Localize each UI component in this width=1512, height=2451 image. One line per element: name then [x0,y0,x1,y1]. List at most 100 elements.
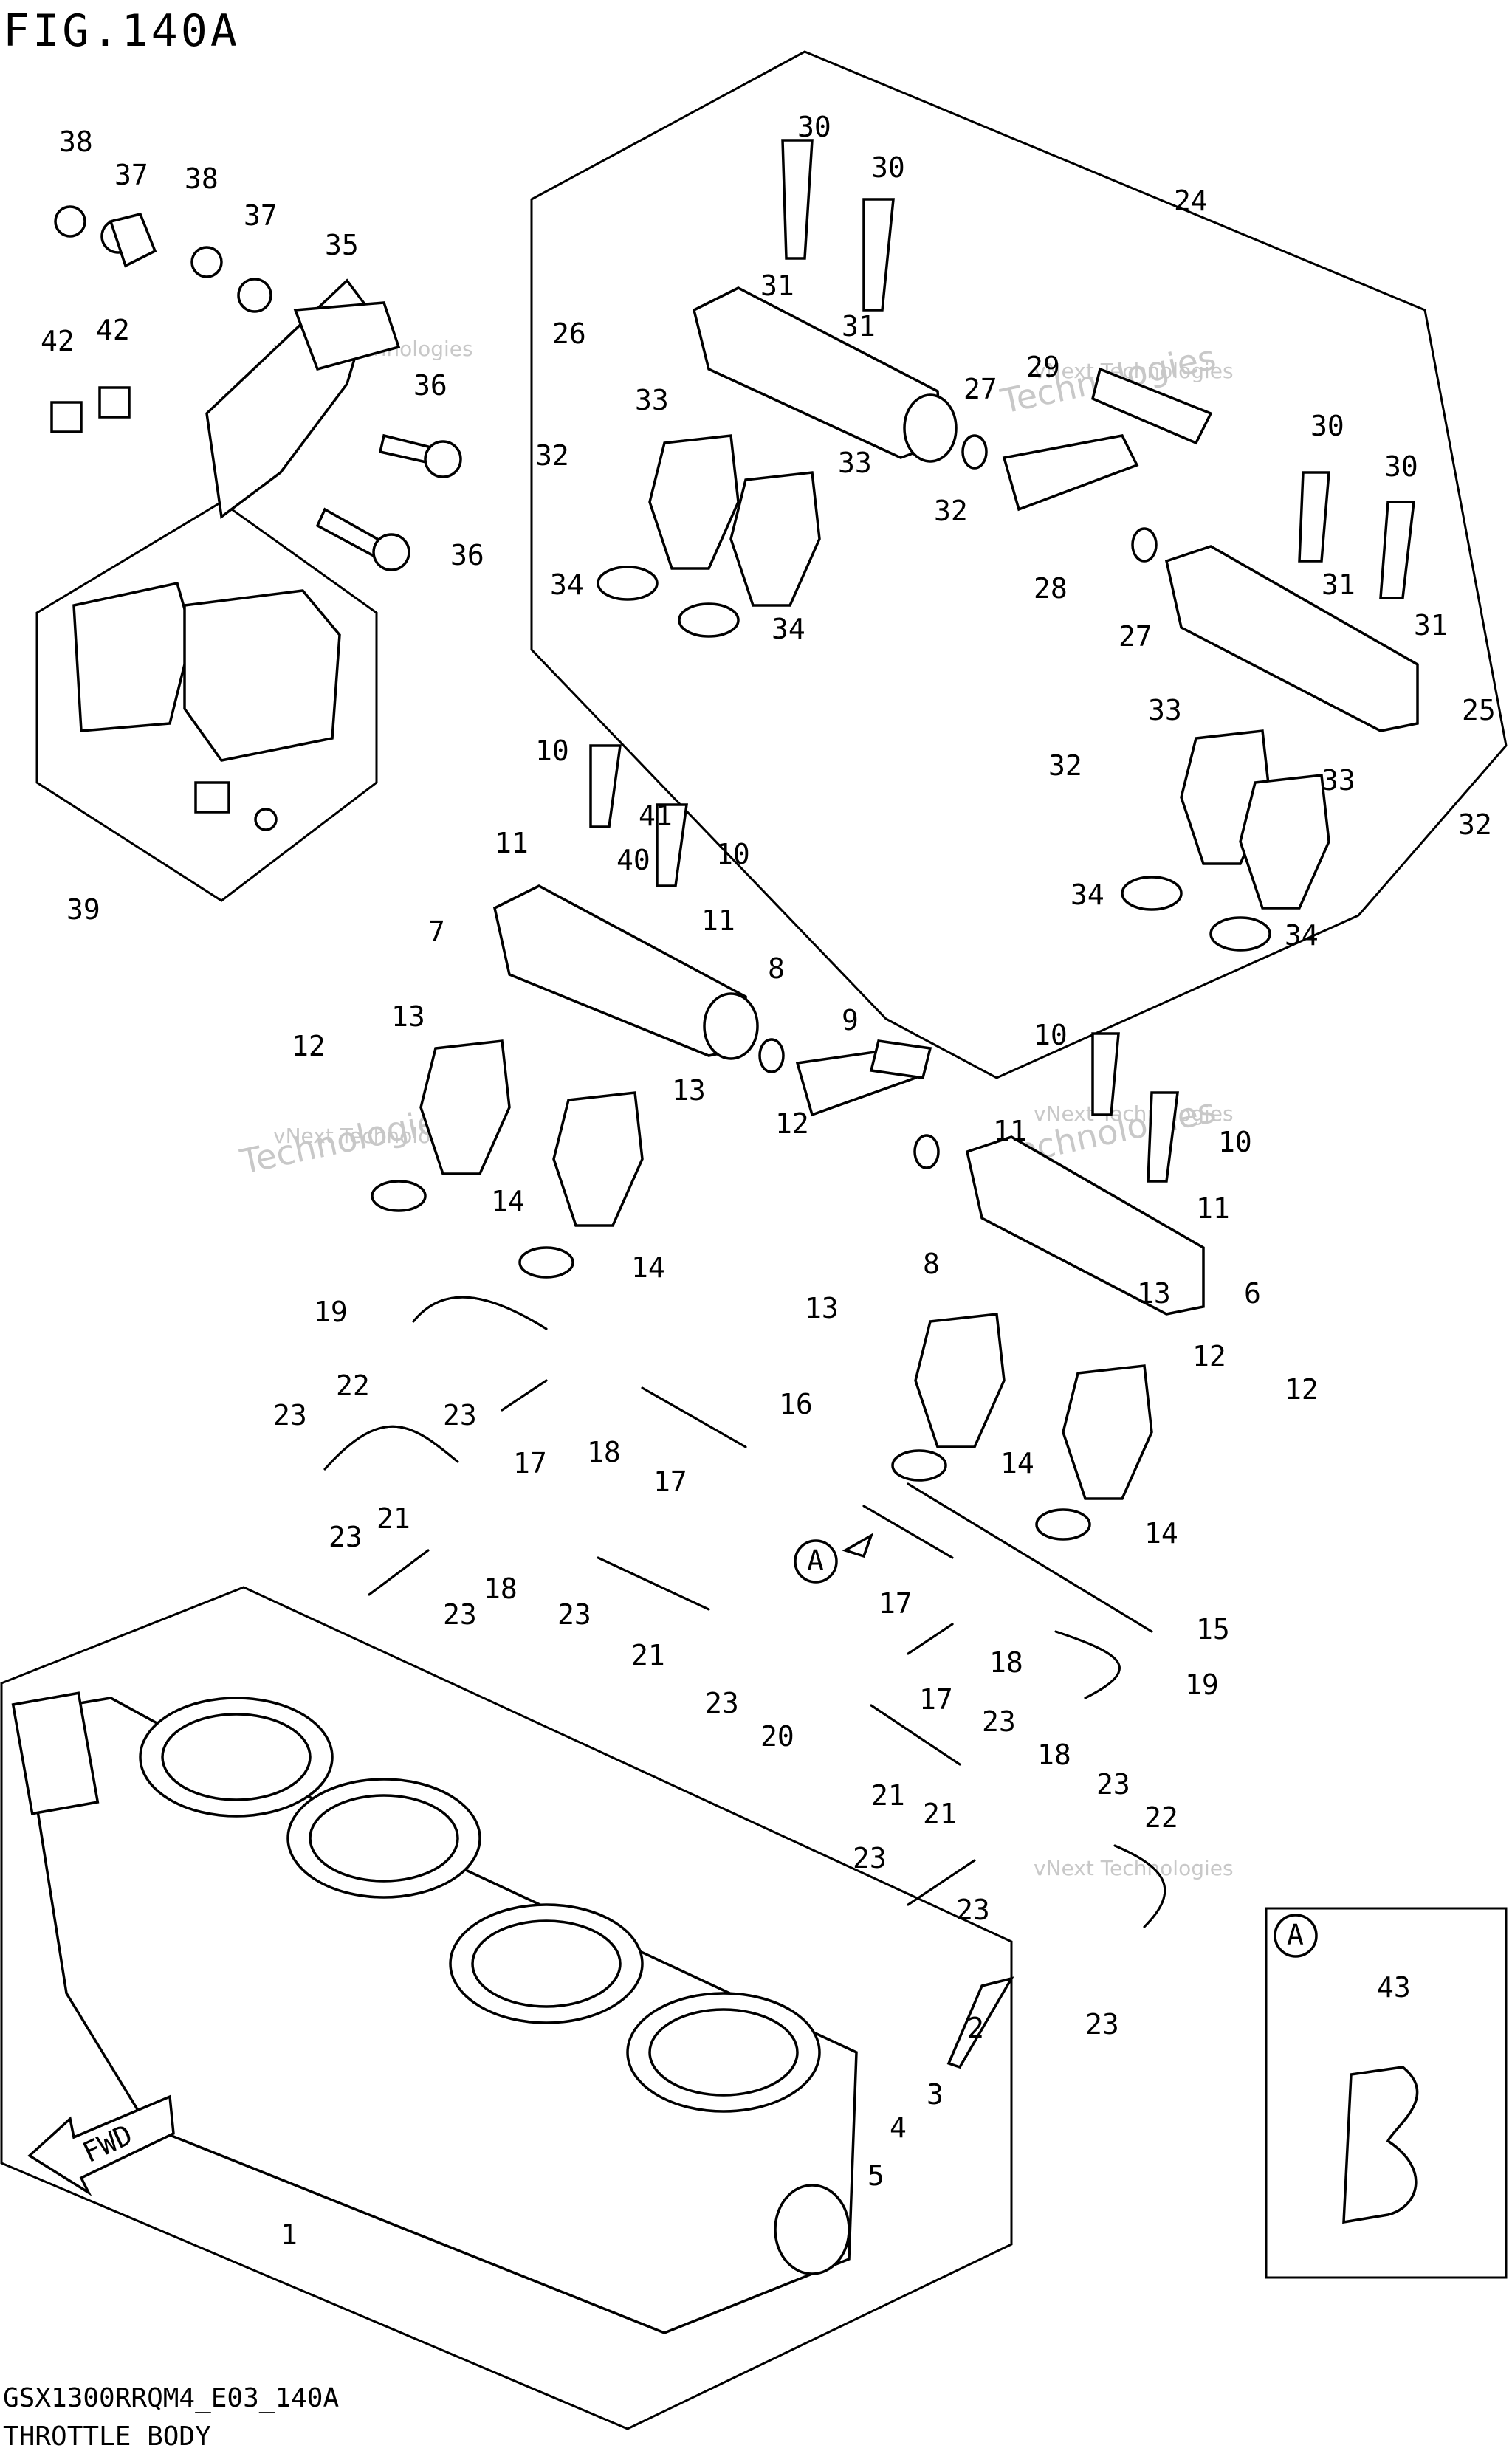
callout-number: 17 [919,1683,953,1716]
callout-number: 12 [1285,1373,1319,1406]
callout-number: 8 [923,1248,940,1280]
callout-number: 23 [273,1399,307,1431]
callout-number: 43 [1377,1971,1411,2004]
callout-number: 32 [934,495,968,527]
throttle-body [11,1691,1014,2334]
callout-number: 37 [244,199,278,232]
callout-number: 30 [1384,450,1418,483]
callout-number: 12 [1192,1340,1226,1372]
callout-number: 1 [281,2218,298,2251]
upper-fuel-rail-right [1164,471,1419,732]
callout-number: 30 [871,151,905,184]
callout-number: 18 [1037,1739,1071,1771]
callout-number: 26 [552,317,586,350]
callout-number: 17 [879,1587,913,1620]
callout-number: 6 [1244,1277,1261,1310]
callout-number: 27 [1118,620,1152,653]
middle-injectors [371,1039,1153,1541]
callout-number: 32 [1458,808,1492,841]
callout-number: 24 [1174,185,1208,217]
model-code: GSX1300RRQM4_E03_140A [3,2383,339,2413]
reference-marker-a-detail: A [1274,1914,1318,1958]
callout-number: 19 [314,1296,348,1328]
callout-number: 42 [41,325,75,357]
callout-number: 21 [631,1639,665,1671]
detail-a-frame [1265,1907,1508,2279]
callout-number: 9 [842,1004,859,1037]
callout-number: 34 [1071,879,1104,911]
callout-number: 31 [1414,609,1448,642]
ref-letter: A [1287,1919,1304,1951]
callout-number: 22 [1144,1801,1178,1834]
callout-number: 23 [705,1687,739,1719]
ref-letter: A [807,1544,824,1577]
callout-number: 12 [292,1030,326,1062]
callout-number: 2 [967,2012,984,2044]
callout-number: 31 [760,269,794,302]
callout-number: 30 [797,111,831,143]
upper-joint-fitting [961,367,1213,563]
callout-number: 8 [768,952,785,985]
callout-number: 33 [635,384,669,416]
hoses-and-tubes [323,1296,1166,1928]
callout-number: 21 [923,1798,957,1830]
upper-fuel-rail-left [692,139,958,463]
callout-number: 36 [450,539,484,571]
watermark-text: vNext Technologies [1034,1101,1234,1126]
callout-number: 4 [890,2111,907,2144]
callout-number: 3 [927,2078,944,2111]
callout-number: 37 [114,159,148,191]
figure-title: FIG.140A [3,5,240,57]
upper-injectors [597,434,1330,952]
forward-arrow: FWD [27,2094,175,2196]
callout-number: 31 [1322,568,1355,601]
middle-joint-fitting [758,1038,940,1169]
callout-number: 23 [982,1705,1016,1738]
watermark-text: vNext Technologies [1034,359,1234,383]
callout-number: 18 [484,1572,518,1605]
callout-number: 14 [631,1251,665,1284]
callout-number: 14 [1000,1447,1034,1479]
upper-rail-group-outline [530,50,1508,1079]
callout-number: 10 [1218,1126,1252,1158]
callout-number: 30 [1310,410,1344,442]
callout-number: 13 [1137,1277,1171,1310]
callout-number: 11 [1196,1192,1230,1225]
callout-number: 20 [760,1720,794,1753]
callout-number: 18 [989,1646,1023,1679]
detail-a-clip [1342,2066,1419,2224]
throttle-sensor [72,581,341,831]
callout-number: 13 [391,1000,425,1033]
callout-number: 14 [491,1185,525,1217]
callout-number: 33 [1148,694,1182,726]
bracket-assembly [50,205,462,571]
callout-number: 36 [413,369,447,402]
callout-number: 12 [775,1107,809,1140]
callout-number: 23 [853,1842,887,1874]
callout-number: 11 [495,827,529,859]
callout-number: 17 [513,1447,547,1479]
callout-number: 13 [672,1074,706,1107]
section-title: THROTTLE BODY [3,2421,211,2451]
callout-number: 15 [1196,1613,1230,1646]
callout-number: 33 [838,447,872,479]
callout-number: 32 [535,439,569,472]
callout-number: 17 [653,1465,687,1498]
callout-number: 39 [66,893,100,926]
middle-fuel-rail-left [492,744,759,1060]
callout-number: 34 [550,568,584,601]
callout-number: 35 [325,229,359,261]
callout-number: 10 [535,735,569,767]
callout-number: 23 [557,1598,591,1631]
callout-number: 23 [1085,2008,1119,2041]
callout-number: 7 [428,915,445,948]
callout-number: 14 [1144,1517,1178,1550]
callout-number: 23 [443,1598,477,1631]
callout-number: 19 [1185,1668,1219,1701]
callout-number: 38 [185,162,219,195]
callout-number: 18 [587,1436,621,1468]
callout-number: 33 [1322,764,1355,797]
callout-number: 23 [443,1399,477,1431]
callout-number: 21 [871,1779,905,1812]
